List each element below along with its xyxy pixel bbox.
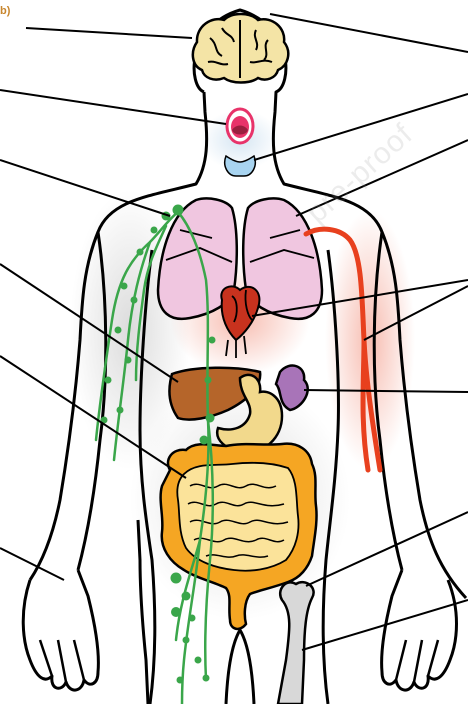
left-hand (23, 570, 98, 690)
leader-line-pancreas (304, 390, 468, 392)
crotch-line (226, 630, 254, 704)
left-hand-fingers (40, 640, 84, 682)
leader-line-brain-right (270, 14, 468, 52)
leader-line-bone (302, 600, 468, 650)
right-hand (382, 570, 457, 690)
leader-line-brain (26, 28, 192, 38)
right-hand-fingers (396, 640, 438, 682)
femur (278, 582, 314, 704)
leader-line-mouth (0, 90, 226, 124)
panel-label: b) (0, 5, 10, 17)
leader-line-lymph-node (0, 160, 170, 216)
